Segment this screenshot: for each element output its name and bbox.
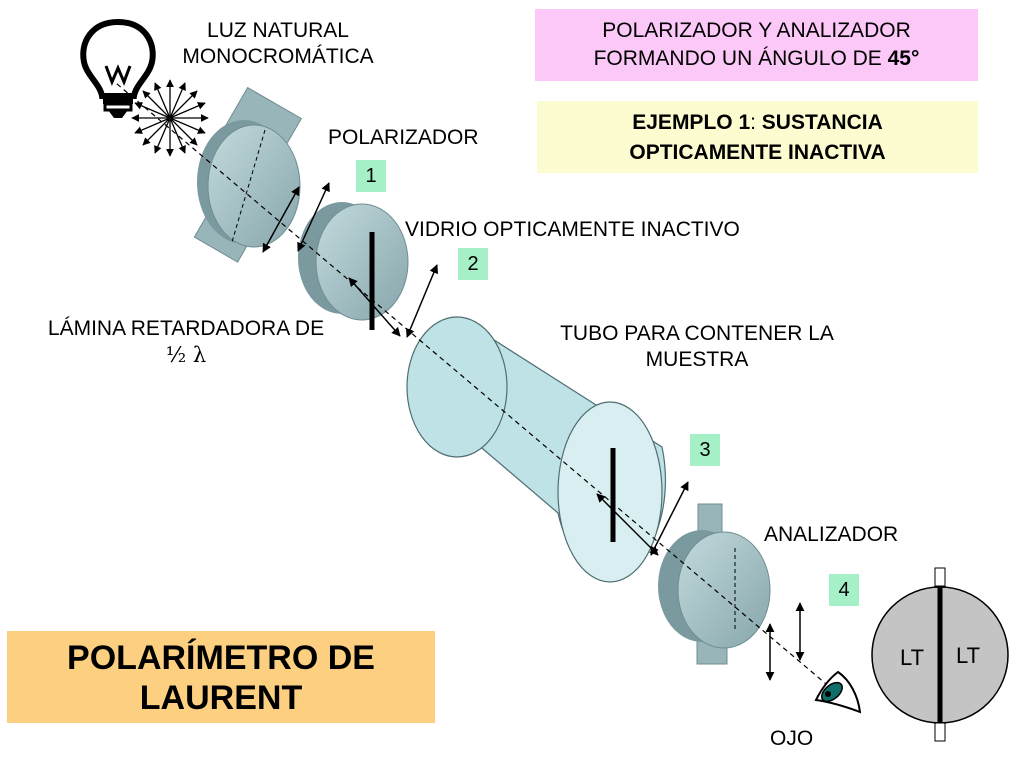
angle-box: POLARIZADOR Y ANALIZADOR FORMANDO UN ÁNG… xyxy=(535,9,978,81)
light-bulb-icon xyxy=(80,18,156,118)
half-wave-plate-component xyxy=(298,202,409,330)
tube-label-line1: TUBO PARA CONTENER LA xyxy=(560,322,834,345)
angle-box-line1: POLARIZADOR Y ANALIZADOR xyxy=(602,19,911,42)
example-box-rest: SUSTANCIA xyxy=(761,111,883,134)
step-2-badge: 2 xyxy=(458,248,488,280)
field-left-label: LT xyxy=(900,645,925,670)
polarizer-label: POLARIZADOR xyxy=(328,126,479,149)
tube-label: TUBO PARA CONTENER LA MUESTRA xyxy=(522,321,872,373)
light-label-line2: MONOCROMÁTICA xyxy=(182,45,374,68)
title-line2: LAURENT xyxy=(139,679,303,717)
half-shade-field xyxy=(871,567,1009,742)
vibration-arrows xyxy=(262,182,805,681)
glass-label: VIDRIO OPTICAMENTE INACTIVO xyxy=(405,218,740,241)
analyzer-component xyxy=(658,503,771,665)
field-right-label: LT xyxy=(956,643,981,668)
angle-box-value: 45° xyxy=(887,47,920,70)
example-box-line2: OPTICAMENTE INACTIVA xyxy=(629,141,886,164)
example-box: EJEMPLO 1: SUSTANCIA OPTICAMENTE INACTIV… xyxy=(537,101,978,173)
step-4-badge: 4 xyxy=(829,574,859,606)
optical-axis xyxy=(109,77,846,701)
example-box-separator: : xyxy=(750,111,762,134)
analyzer-label: ANALIZADOR xyxy=(764,523,899,546)
step-3-badge: 3 xyxy=(690,434,720,466)
plate-label-line2: ½ λ xyxy=(165,343,207,367)
example-box-line1: EJEMPLO 1: SUSTANCIA xyxy=(537,108,978,138)
eye-label: OJO xyxy=(770,727,814,750)
polarizer-plane-line xyxy=(231,129,266,243)
plate-label-line1: LÁMINA RETARDADORA DE xyxy=(47,317,325,340)
angle-box-line2: FORMANDO UN ÁNGULO DE 45° xyxy=(535,45,978,73)
eye-icon xyxy=(814,670,862,714)
page-title: POLARÍMETRO DE LAURENT xyxy=(7,631,435,723)
tube-label-line2: MUESTRA xyxy=(645,348,749,371)
step-1-badge: 1 xyxy=(356,160,386,192)
title-line1: POLARÍMETRO DE xyxy=(67,639,375,677)
angle-box-line2-prefix: FORMANDO UN ÁNGULO DE xyxy=(593,47,888,70)
light-rays xyxy=(131,79,209,157)
polarizer-component xyxy=(193,86,303,263)
retarder-plate-label: LÁMINA RETARDADORA DE ½ λ xyxy=(14,316,358,368)
light-label-line1: LUZ NATURAL xyxy=(207,19,349,42)
example-box-prefix: EJEMPLO 1 xyxy=(632,111,751,134)
light-source-label: LUZ NATURAL MONOCROMÁTICA xyxy=(158,18,398,70)
